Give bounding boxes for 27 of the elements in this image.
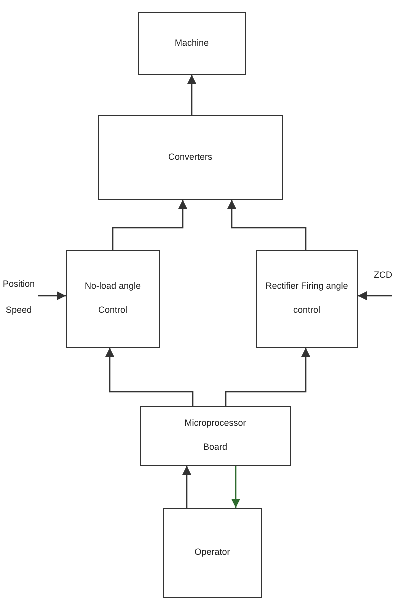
arrow <box>231 466 241 508</box>
edge-label: Position <box>3 279 36 289</box>
arrow <box>225 348 311 406</box>
box-label: Rectifier Firing angle <box>266 282 348 292</box>
box-label: Operator <box>194 548 230 558</box>
box-label: No-load angle <box>84 282 142 292</box>
box-label: Control <box>98 306 128 316</box>
process-box <box>138 12 246 75</box>
process-box <box>66 250 160 348</box>
input-label: Speed <box>6 305 32 315</box>
arrow <box>187 75 197 115</box>
process-box <box>98 115 283 200</box>
box-label: control <box>293 306 320 316</box>
process-box <box>163 508 262 598</box>
edge-label: ZCD <box>374 270 392 280</box>
arrow <box>105 348 194 406</box>
box-label: Machine <box>174 38 210 48</box>
process-box <box>140 406 291 466</box>
arrow <box>227 200 307 250</box>
arrow <box>182 466 192 508</box>
box-label: Microprocessor <box>184 419 246 429</box>
arrow <box>358 291 392 301</box>
process-box <box>256 250 358 348</box>
arrow <box>38 291 66 301</box>
box-label: Board <box>203 443 228 453</box>
arrow <box>112 200 188 250</box>
box-label: Converters <box>168 152 212 162</box>
